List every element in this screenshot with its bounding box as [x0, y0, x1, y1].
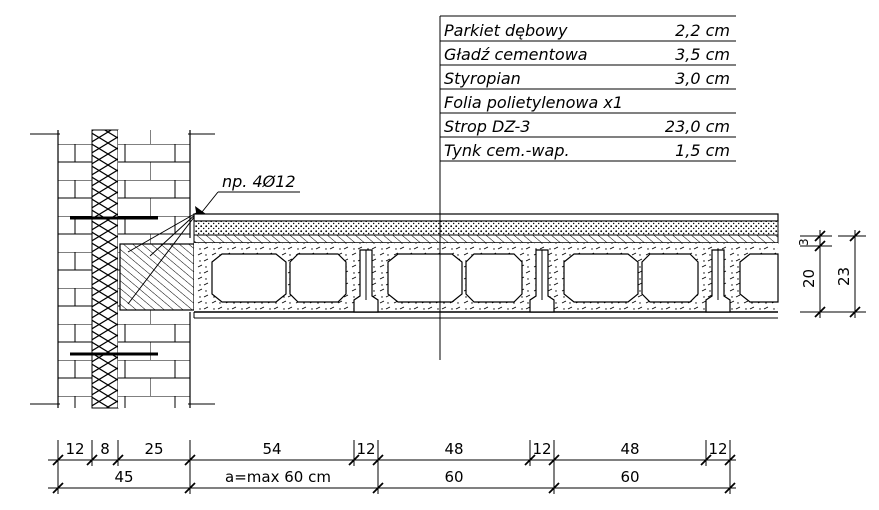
dim-row1-label: 25: [144, 440, 163, 458]
dim-row1-label: 54: [262, 440, 281, 458]
dim-row2-label: a=max 60 cm: [225, 468, 331, 486]
floor-layers: [193, 213, 779, 244]
dim-row1-label: 12: [532, 440, 551, 458]
hollow-block-3: [563, 253, 699, 303]
hollow-block-2: [387, 253, 523, 303]
legend-layer-thickness: 3,5 cm: [675, 45, 730, 64]
dimension-row-1: 12 8 25 54 12 48 12 48 12: [48, 440, 736, 494]
legend-layer-name: Tynk cem.-wap.: [444, 141, 570, 160]
dim-row2-label: 60: [620, 468, 639, 486]
dim-vertical-3: 3: [797, 238, 811, 246]
dim-row1-label: 48: [620, 440, 639, 458]
dimension-row-2: 45 a=max 60 cm 60 60: [48, 468, 736, 494]
insulation-layer: [91, 129, 119, 409]
slab-rib-1: [353, 249, 379, 313]
rebar-note: np. 4Ø12: [222, 172, 296, 191]
dim-row2-label: 60: [444, 468, 463, 486]
legend-layer-name: Styropian: [444, 69, 521, 88]
rebar-bend: [127, 211, 199, 305]
dim-row1-label: 12: [708, 440, 727, 458]
layer-legend: Parkiet dębowy 2,2 cm Gładź cementowa 3,…: [439, 15, 736, 360]
legend-layer-name: Gładź cementowa: [444, 45, 588, 64]
hollow-block-4-partial: [739, 253, 779, 303]
dim-row1-label: 12: [356, 440, 375, 458]
dim-row2-label: 45: [114, 468, 133, 486]
slab-rib-3: [705, 249, 731, 313]
legend-layer-name: Strop DZ-3: [444, 117, 530, 136]
dim-row1-label: 48: [444, 440, 463, 458]
dim-vertical-23: 23: [835, 267, 853, 286]
legend-layer-thickness: 2,2 cm: [675, 21, 730, 40]
dim-row1-label: 8: [100, 440, 110, 458]
brick-wall-left: [57, 130, 92, 408]
dim-vertical-20: 20: [800, 269, 818, 288]
legend-layer-thickness: 3,0 cm: [675, 69, 730, 88]
vertical-dimensions: 3 20 23: [797, 230, 866, 318]
legend-layer-name: Parkiet dębowy: [444, 21, 568, 40]
legend-layer-thickness: 1,5 cm: [675, 141, 730, 160]
legend-layer-thickness: 23,0 cm: [665, 117, 730, 136]
dim-row1-label: 12: [65, 440, 84, 458]
hollow-block-1: [211, 253, 347, 303]
legend-layer-name: Folia polietylenowa x1: [444, 93, 623, 112]
rebar-annotation: np. 4Ø12: [201, 172, 300, 213]
slab-rib-2: [529, 249, 555, 313]
